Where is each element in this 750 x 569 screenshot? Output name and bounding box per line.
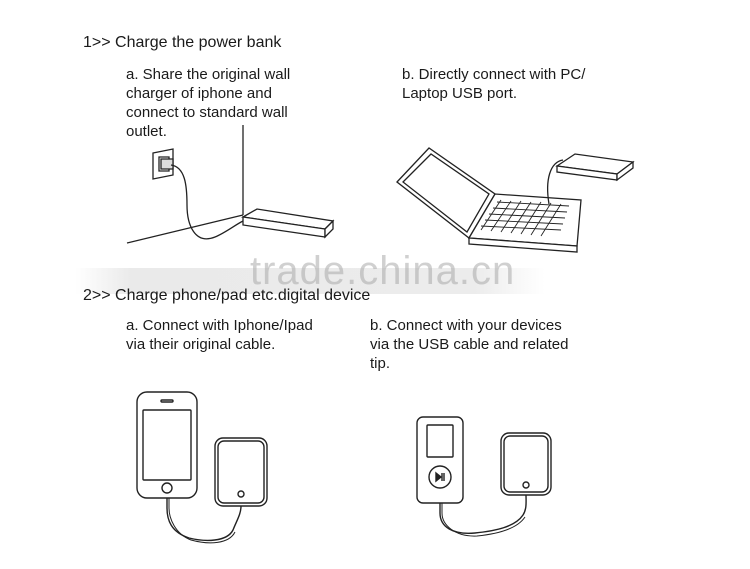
iphone-illustration [135,390,275,555]
power-bank-icon [243,209,333,237]
mp3-player-illustration [415,415,555,555]
step2a-caption: a. Connect with Iphone/Ipad via their or… [126,317,313,353]
step2b-caption: b. Connect with your devices via the USB… [370,317,569,372]
step1a-caption: a. Share the original wall charger of ip… [126,66,291,140]
laptop-illustration [385,140,635,255]
step2-heading: 2>> Charge phone/pad etc.digital device [83,287,371,304]
power-bank-icon [557,154,633,180]
watermark-band [75,268,545,294]
step1b-caption: b. Directly connect with PC/ Laptop USB … [402,66,586,102]
watermark-text: trade.china.cn [250,249,516,293]
step1-heading: 1>> Charge the power bank [83,34,282,51]
wall-outlet-illustration [125,125,340,250]
